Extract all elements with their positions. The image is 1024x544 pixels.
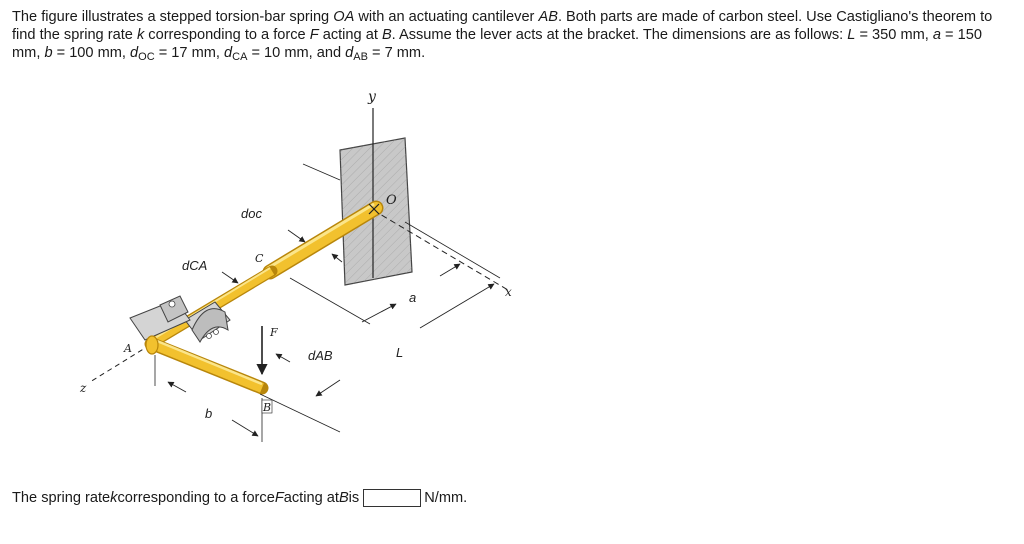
dca-leader [221,271,239,284]
torsion-bar-figure: y x z O [79,89,512,442]
label-dab: dAB [308,348,333,363]
label-l: L [396,345,403,360]
left-bracket [129,295,191,341]
label-b-point: B [262,401,271,414]
label-a: a [409,290,416,305]
torsion-bar-oc [262,200,384,280]
x-axis [372,209,509,291]
answer-prefix: The spring rate [12,490,111,506]
bearing-bracket [184,301,231,343]
label-dca: dCA [182,258,207,273]
label-b: b [205,406,212,421]
x-axis-label: x [505,285,512,299]
dim-a [289,263,461,325]
problem-statement: The figure illustrates a stepped torsion… [12,9,993,63]
answer-unit: N/mm. [424,490,468,506]
cantilever-ab [145,335,269,395]
answer-mid3: is [348,490,360,506]
label-f: F [269,326,278,339]
answer-b: B [338,490,349,506]
answer-k: k [110,490,118,506]
label-c: C [255,252,264,265]
z-axis-label: z [79,381,87,395]
label-a-point: A [123,342,132,355]
dab-leader [275,353,291,363]
label-doc: doc [241,206,262,221]
answer-row: The spring rate k corresponding to a for… [12,487,467,509]
label-o: O [386,193,397,208]
answer-mid2: acting at [283,490,339,506]
answer-mid1: corresponding to a force [117,490,275,506]
label-b-box [261,399,273,414]
answer-f: F [274,490,284,506]
doc-leader [287,229,306,243]
z-axis [89,344,151,383]
c-leader [331,253,343,263]
spring-rate-input[interactable] [363,489,422,507]
dim-l [259,283,495,433]
point-o-marker [368,203,380,215]
y-axis-label: y [367,89,377,105]
